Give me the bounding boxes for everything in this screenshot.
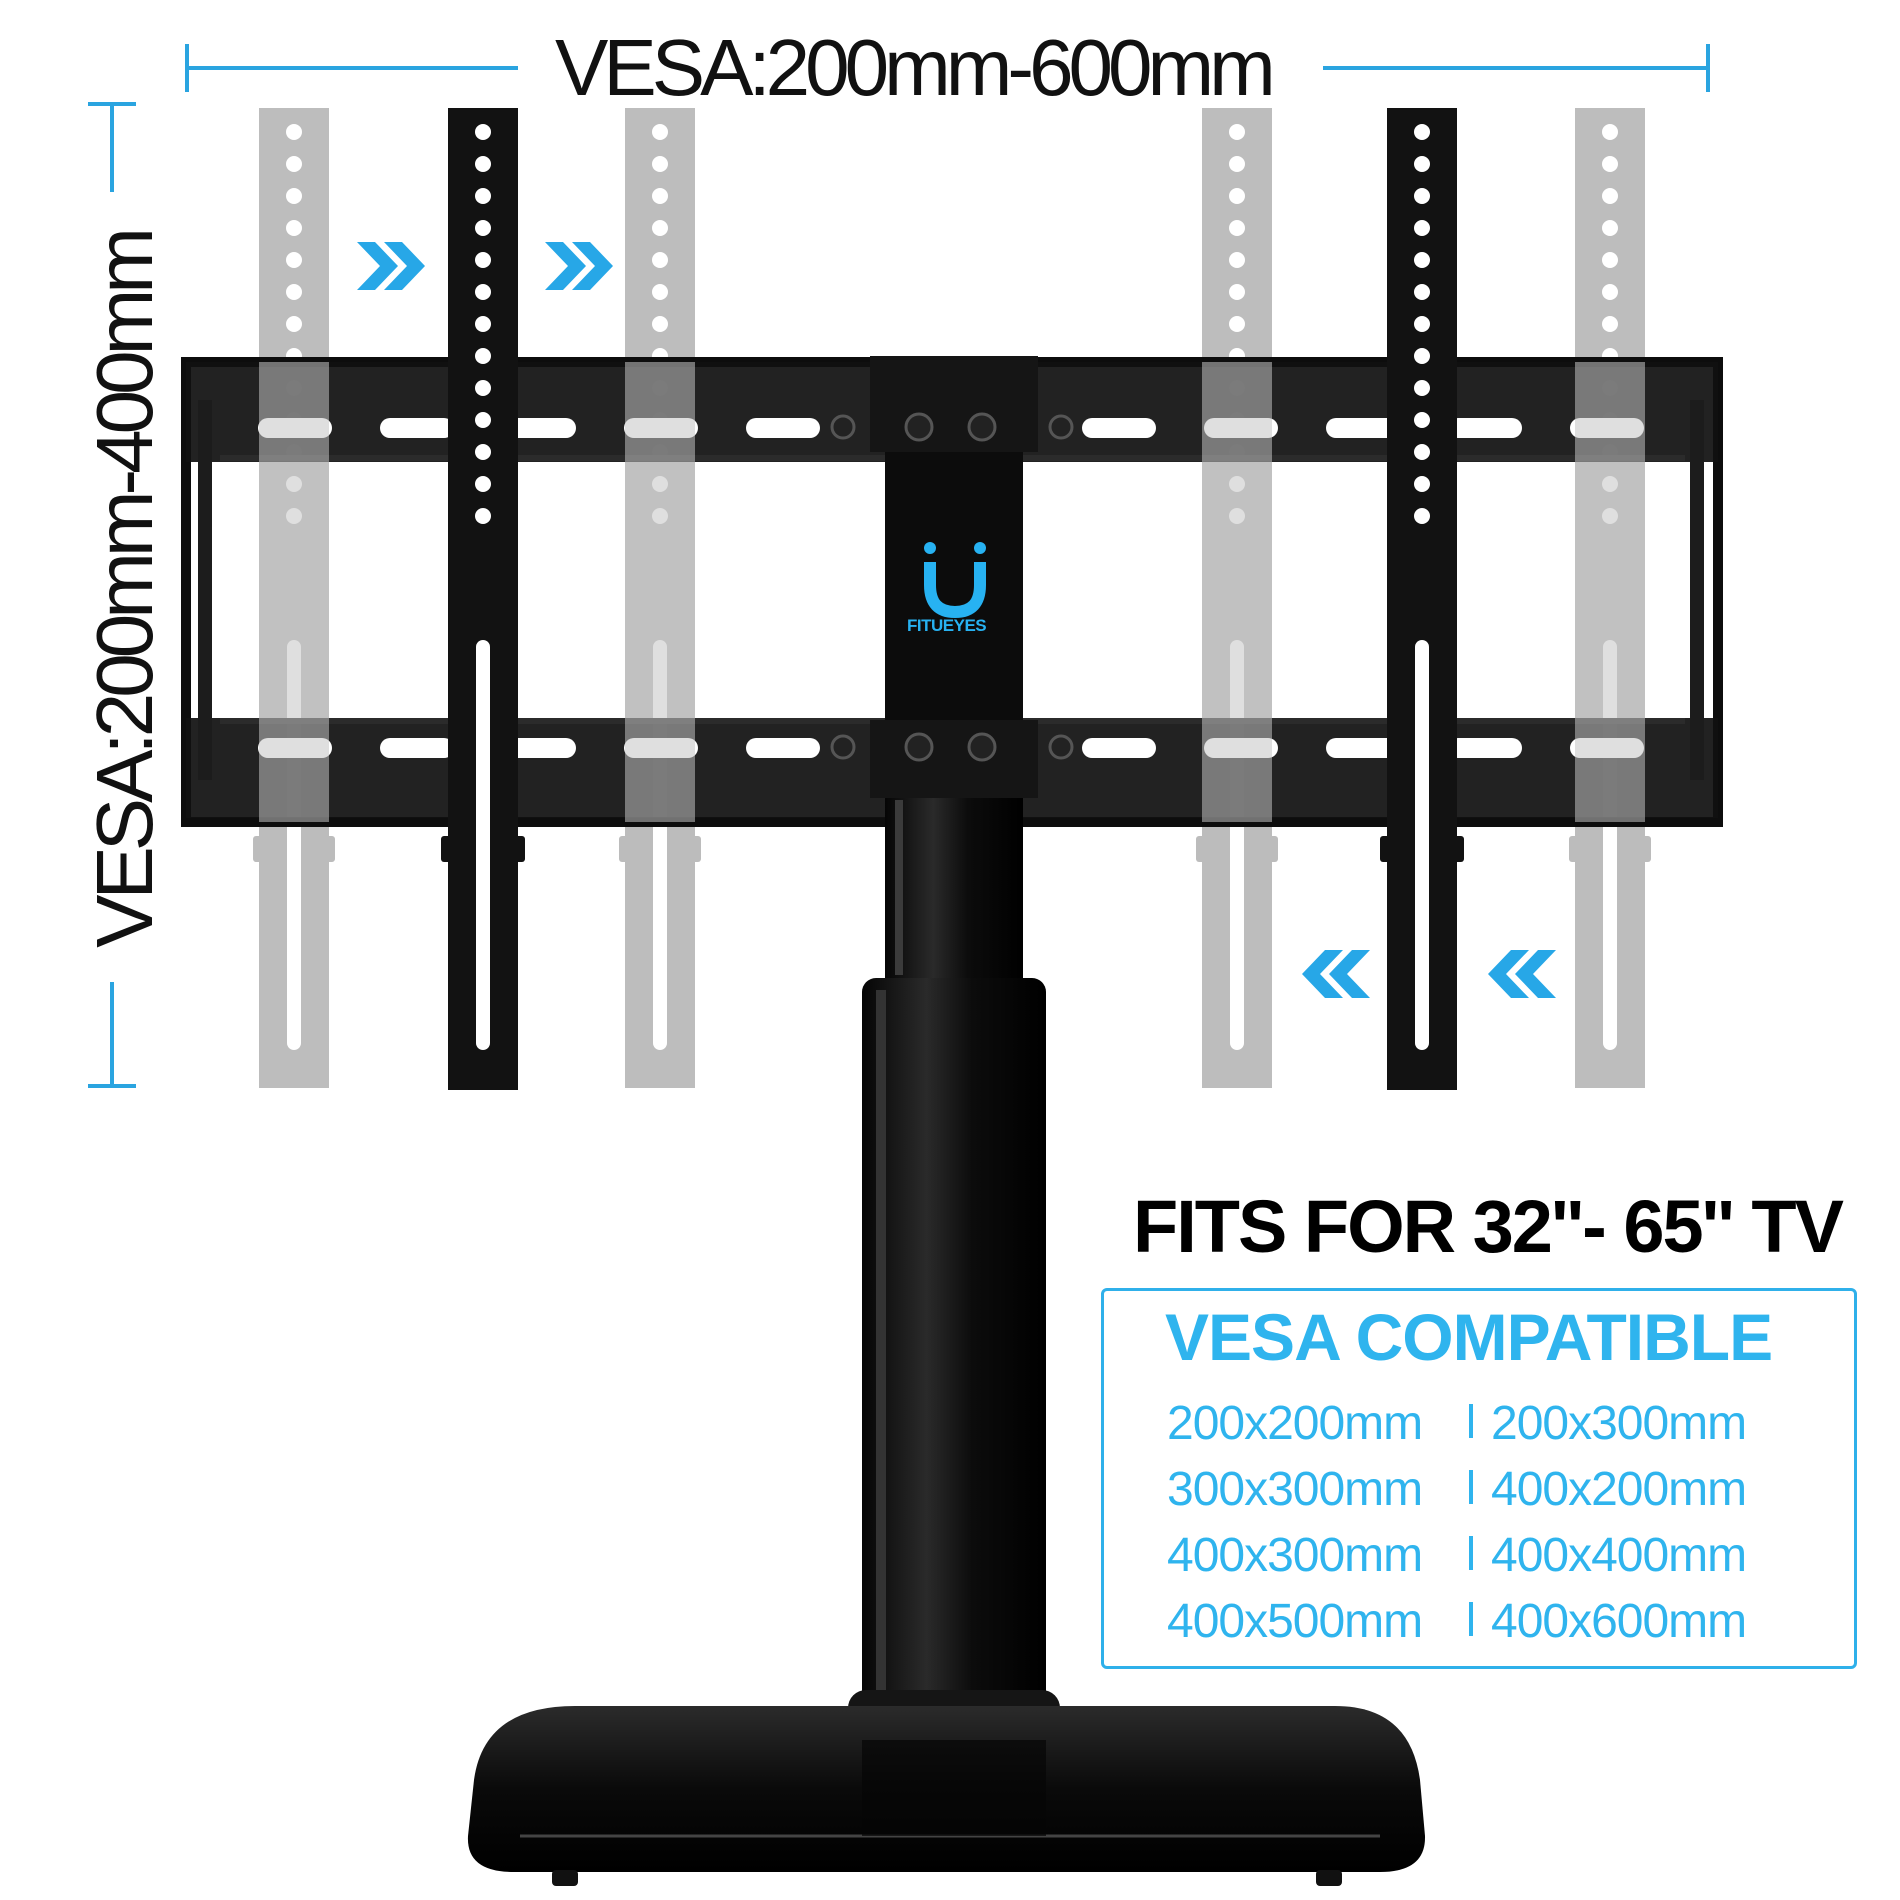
double-chevron-right-icon [545,242,613,290]
vesa-size-item: 300x300mm [1167,1463,1423,1516]
vesa-size-separator [1469,1602,1473,1636]
brand-name: FITUEYES [907,616,987,635]
center-bolts [830,412,1074,762]
vesa-size-item: 400x500mm [1167,1595,1423,1648]
ghost-arm-overlay [259,362,1645,822]
vesa-size-item: 400x400mm [1491,1529,1747,1582]
vesa-size-separator [1469,1404,1473,1438]
vesa-size-item: 200x200mm [1167,1397,1423,1450]
vesa-size-separator [1469,1536,1473,1570]
fitueyes-logo-icon [924,542,986,619]
active-arm-holes [475,124,1430,1050]
double-chevron-left-icon [1488,950,1556,998]
vesa-height-label: VESA:200mm-400mm [80,232,169,948]
tv-size-fit-label: FITS FOR 32''- 65'' TV [1133,1185,1844,1268]
height-dimension-line [88,102,136,1088]
vesa-size-item: 200x300mm [1491,1397,1747,1450]
support-pole [848,978,1060,1740]
vesa-compatible-title: VESA COMPATIBLE [1165,1300,1773,1374]
vesa-size-item: 400x300mm [1167,1529,1423,1582]
width-dimension-line [185,44,1710,92]
double-chevron-left-icon [1302,950,1370,998]
vesa-size-item: 400x600mm [1491,1595,1747,1648]
stand-base [467,1706,1426,1886]
vesa-size-item: 400x200mm [1491,1463,1747,1516]
double-chevron-right-icon [357,242,425,290]
vesa-size-separator [1469,1470,1473,1504]
vesa-compatibility-box [1101,1288,1857,1669]
center-upright [870,356,1038,978]
vesa-width-label: VESA:200mm-600mm [555,23,1276,112]
